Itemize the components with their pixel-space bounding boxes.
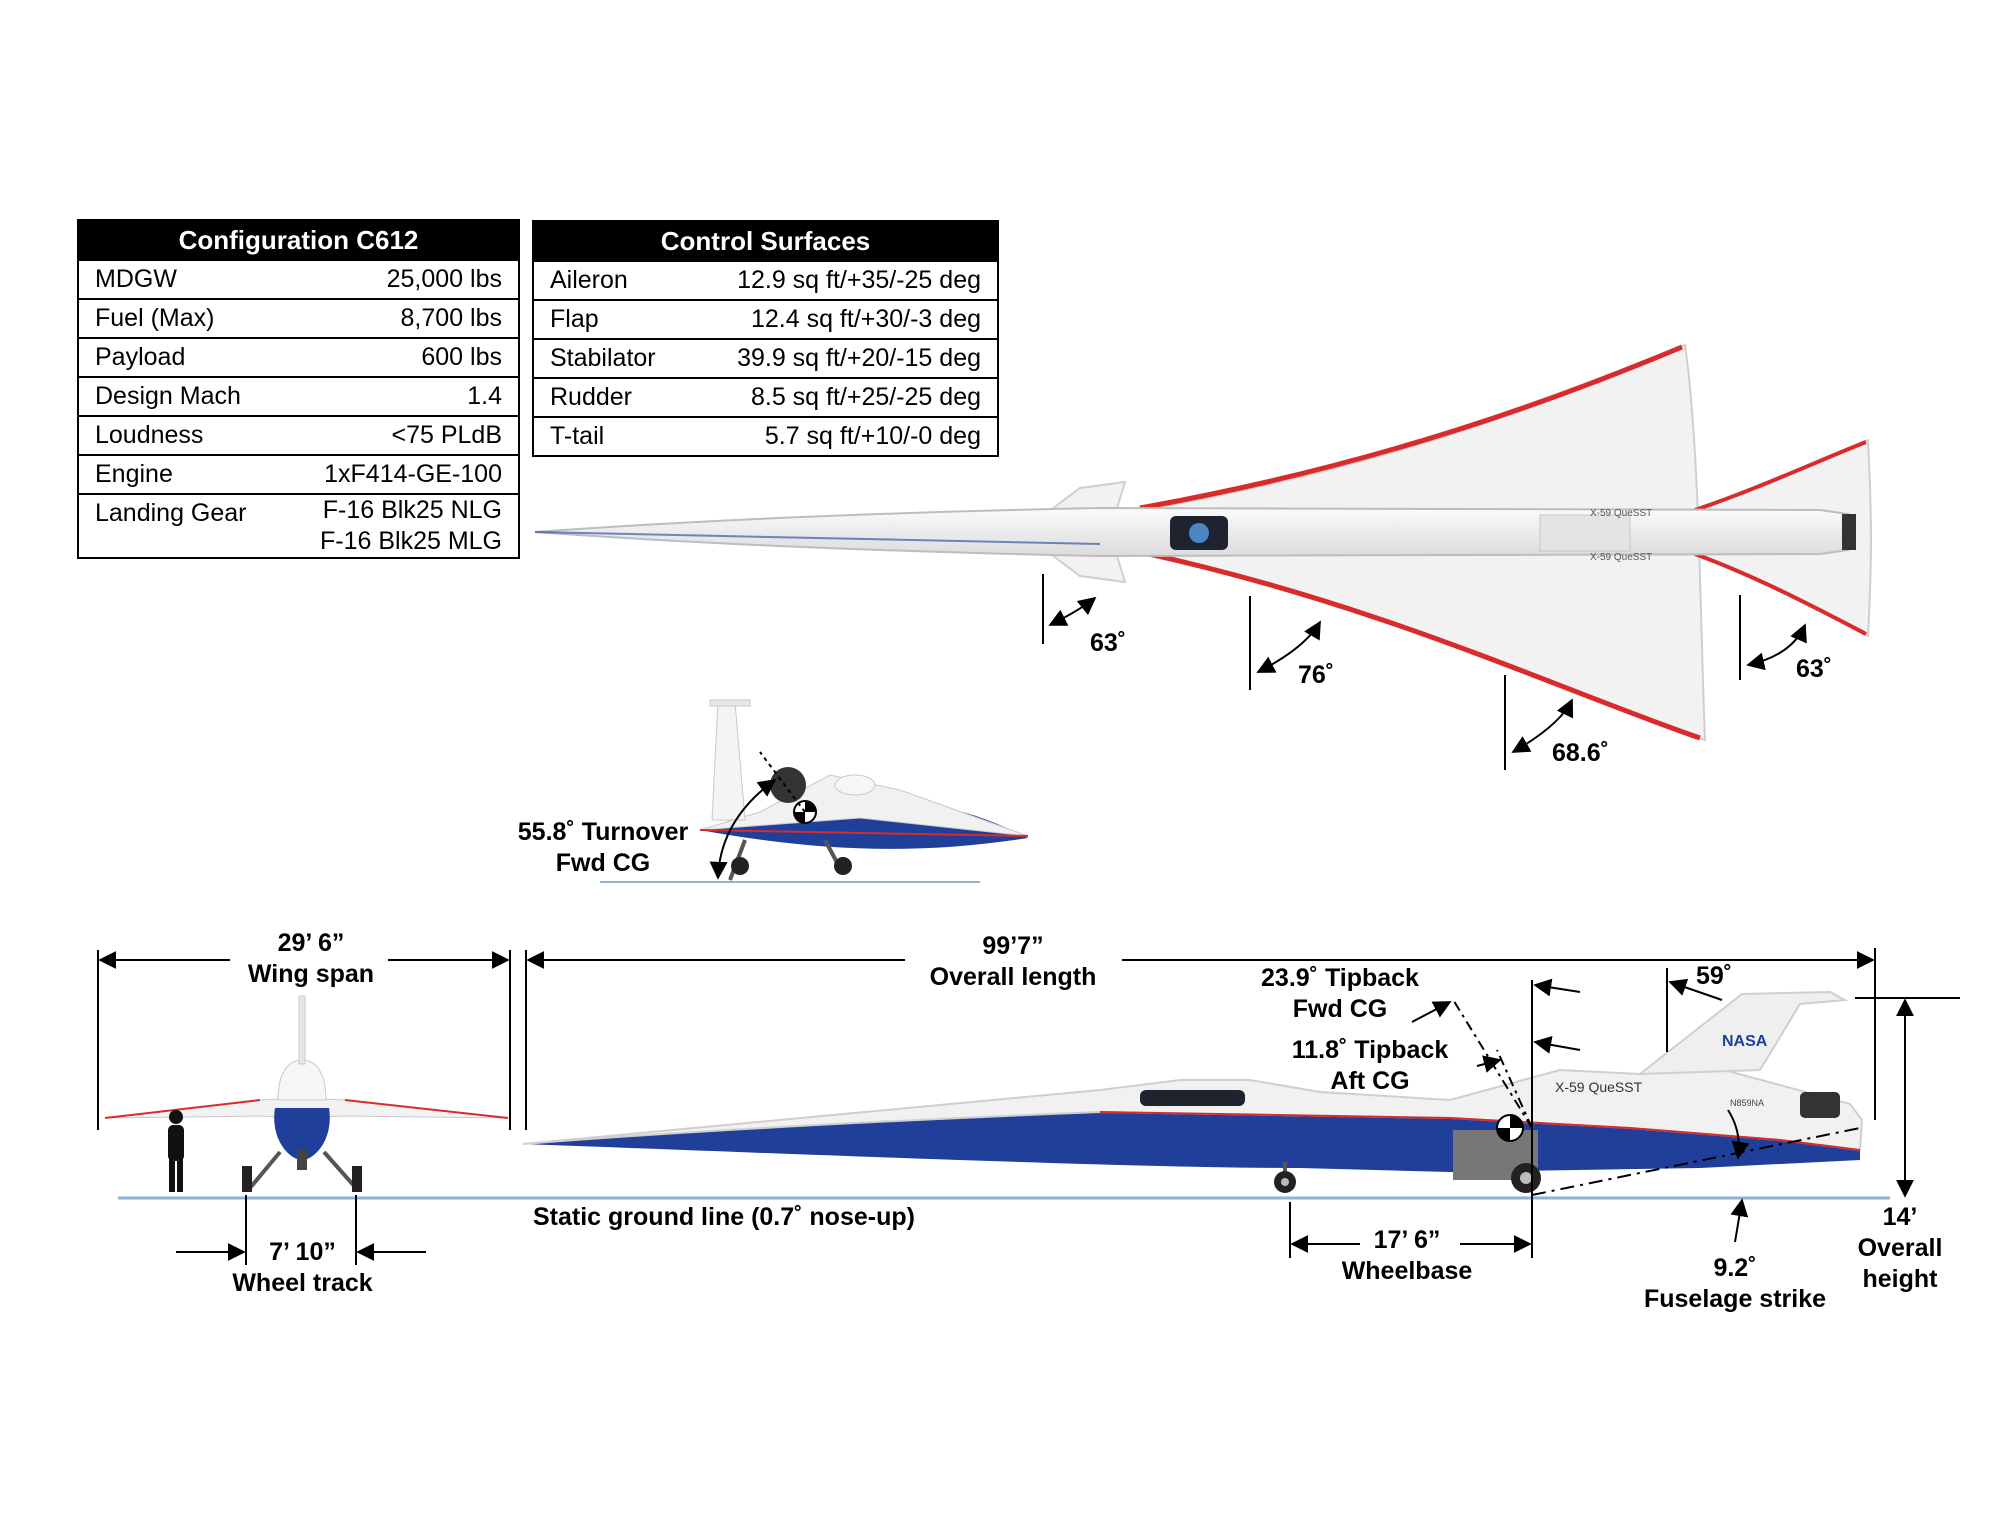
- wing-span-value: 29’ 6”: [277, 929, 345, 957]
- ground-line-label: Static ground line (0.7˚ nose-up): [533, 1203, 915, 1231]
- control-value-rudder: 8.5 sq ft/+25/-25 deg: [688, 377, 998, 417]
- config-label-design-mach: Design Mach: [78, 376, 282, 416]
- table-row: Payload 600 lbs: [78, 337, 519, 377]
- config-value-landing-gear: F-16 Blk25 NLG F-16 Blk25 MLG: [281, 493, 519, 558]
- table-row: Fuel (Max) 8,700 lbs: [78, 298, 519, 338]
- table-row: MDGW 25,000 lbs: [78, 259, 519, 299]
- configuration-title: Configuration C612: [78, 220, 519, 260]
- side-view-fuselage-text: X-59 QueSST: [1555, 1079, 1643, 1095]
- side-view-vertical-tail: [1636, 990, 1849, 1076]
- dimension-lines: [97, 948, 1960, 1265]
- turnover-label-line1: 55.8˚ Turnover: [517, 818, 689, 846]
- table-row: Flap 12.4 sq ft/+30/-3 deg: [533, 299, 998, 339]
- table-row: Loudness <75 PLdB: [78, 415, 519, 455]
- config-value-design-mach: 1.4: [281, 376, 519, 416]
- angle-label-canard: 63˚: [1090, 629, 1127, 657]
- turnover-label: 55.8˚ Turnover Fwd CG: [508, 817, 698, 879]
- config-value-fuel: 8,700 lbs: [281, 298, 519, 338]
- configuration-table: Configuration C612 MDGW 25,000 lbs Fuel …: [77, 219, 520, 559]
- table-row: Design Mach 1.4: [78, 376, 519, 416]
- config-label-payload: Payload: [78, 337, 282, 377]
- fuselage-strike-value: 9.2˚: [1713, 1254, 1757, 1282]
- config-label-mdgw: MDGW: [78, 259, 282, 299]
- table-row: Stabilator 39.9 sq ft/+20/-15 deg: [533, 338, 998, 378]
- config-label-engine: Engine: [78, 454, 282, 494]
- overall-height-value: 14’: [1882, 1203, 1918, 1231]
- tipback-fwd-label: 23.9˚ Tipback Fwd CG: [1250, 963, 1430, 1025]
- control-label-t-tail: T-tail: [533, 416, 689, 456]
- top-view-fuselage-text-2: X-59 QueSST: [1590, 552, 1652, 563]
- control-surfaces-title: Control Surfaces: [533, 221, 998, 261]
- config-value-payload: 600 lbs: [281, 337, 519, 377]
- config-value-loudness: <75 PLdB: [281, 415, 519, 455]
- config-value-mdgw: 25,000 lbs: [281, 259, 519, 299]
- person-silhouette: [168, 1110, 184, 1192]
- control-label-rudder: Rudder: [533, 377, 689, 417]
- tipback-aft-line2: Aft CG: [1330, 1067, 1410, 1095]
- top-view-angle-markers: [1042, 574, 1807, 770]
- tipback-fwd-line1: 23.9˚ Tipback: [1261, 964, 1419, 992]
- fuselage-strike-label: Fuselage strike: [1643, 1285, 1827, 1313]
- top-view-fuselage-text-1: X-59 QueSST: [1590, 508, 1652, 519]
- control-label-stabilator: Stabilator: [533, 338, 689, 378]
- overall-length-dimension: 99’7” Overall length: [908, 931, 1118, 993]
- top-view-wing-red-edge-lower: [1139, 549, 1701, 741]
- table-row: Aileron 12.9 sq ft/+35/-25 deg: [533, 260, 998, 300]
- fuselage-strike-dimension: 9.2˚ Fuselage strike: [1635, 1253, 1835, 1315]
- tipback-aft-label: 11.8˚ Tipback Aft CG: [1280, 1035, 1460, 1097]
- gear-value-mlg: F-16 Blk25 MLG: [319, 527, 502, 555]
- config-label-fuel: Fuel (Max): [78, 298, 282, 338]
- wing-span-label: Wing span: [247, 960, 375, 988]
- control-value-stabilator: 39.9 sq ft/+20/-15 deg: [688, 338, 998, 378]
- angle-label-wing-leading: 76˚: [1298, 661, 1335, 689]
- config-label-loudness: Loudness: [78, 415, 282, 455]
- turnover-view-aircraft: [600, 699, 1029, 883]
- overall-height-line3: height: [1862, 1265, 1938, 1293]
- wheelbase-label: Wheelbase: [1341, 1257, 1473, 1285]
- wheel-track-label: Wheel track: [232, 1269, 373, 1297]
- control-surfaces-table: Control Surfaces Aileron 12.9 sq ft/+35/…: [532, 220, 999, 457]
- wheel-track-value: 7’ 10”: [269, 1238, 336, 1266]
- side-view-aircraft: NASA N859NA X-59 QueSST: [522, 990, 1864, 1193]
- overall-length-label: Overall length: [929, 963, 1097, 991]
- control-value-flap: 12.4 sq ft/+30/-3 deg: [688, 299, 998, 339]
- angle-label-stabilator: 63˚: [1796, 655, 1833, 683]
- wheel-track-dimension: 7’ 10” Wheel track: [220, 1237, 385, 1299]
- wheelbase-value: 17’ 6”: [1373, 1226, 1441, 1254]
- table-row: Engine 1xF414-GE-100: [78, 454, 519, 494]
- table-row: Rudder 8.5 sq ft/+25/-25 deg: [533, 377, 998, 417]
- front-view-aircraft: [104, 995, 509, 1192]
- side-view-tail-number: N859NA: [1730, 1098, 1764, 1108]
- table-row: T-tail 5.7 sq ft/+10/-0 deg: [533, 416, 998, 456]
- table-row: Landing Gear F-16 Blk25 NLG F-16 Blk25 M…: [78, 493, 519, 558]
- overall-height-line2: Overall: [1857, 1234, 1943, 1262]
- side-view-tail-text: NASA: [1722, 1033, 1768, 1050]
- control-value-t-tail: 5.7 sq ft/+10/-0 deg: [688, 416, 998, 456]
- control-label-flap: Flap: [533, 299, 689, 339]
- tail-angle-label: 59˚: [1696, 962, 1733, 990]
- gear-value-nlg: F-16 Blk25 NLG: [322, 496, 502, 524]
- wing-span-dimension: 29’ 6” Wing span: [236, 928, 386, 990]
- top-view-aircraft: X-59 QueSST X-59 QueSST: [534, 343, 1872, 742]
- overall-length-value: 99’7”: [982, 932, 1044, 960]
- top-view-wing-red-edge-upper: [1139, 344, 1683, 511]
- config-label-landing-gear: Landing Gear: [78, 493, 282, 558]
- tipback-aft-line1: 11.8˚ Tipback: [1291, 1036, 1449, 1064]
- overall-height-dimension: 14’ Overall height: [1845, 1202, 1955, 1295]
- wheelbase-dimension: 17’ 6” Wheelbase: [1322, 1225, 1492, 1287]
- turnover-label-line2: Fwd CG: [555, 849, 651, 877]
- config-value-engine: 1xF414-GE-100: [281, 454, 519, 494]
- control-value-aileron: 12.9 sq ft/+35/-25 deg: [688, 260, 998, 300]
- control-label-aileron: Aileron: [533, 260, 689, 300]
- angle-label-wing-trailing: 68.6˚: [1552, 739, 1609, 767]
- tipback-fwd-line2: Fwd CG: [1292, 995, 1388, 1023]
